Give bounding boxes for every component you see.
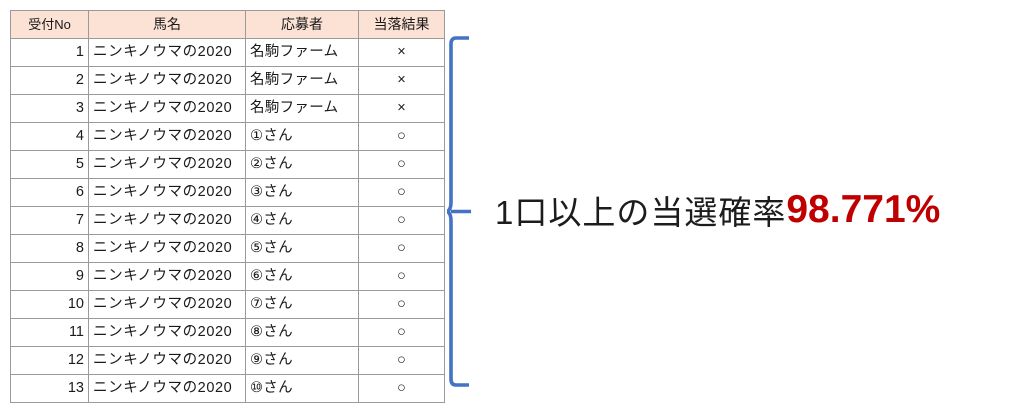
cell-applicant: 名駒ファーム (245, 38, 359, 67)
cell-receipt-no: 10 (10, 290, 89, 319)
cell-horse-name: ニンキノウマの2020 (88, 374, 246, 403)
cell-receipt-no: 2 (10, 66, 89, 95)
cell-receipt-no: 8 (10, 234, 89, 263)
probability-caption: 1口以上の当選確率 98.771% (495, 182, 940, 238)
cell-receipt-no: 6 (10, 178, 89, 207)
cell-applicant: ④さん (245, 206, 359, 235)
cell-result: ○ (358, 122, 445, 151)
cell-applicant: ⑧さん (245, 318, 359, 347)
cell-horse-name: ニンキノウマの2020 (88, 290, 246, 319)
column-header-result: 当落結果 (358, 10, 445, 39)
cell-horse-name: ニンキノウマの2020 (88, 38, 246, 67)
cell-applicant: ⑥さん (245, 262, 359, 291)
table-header: 受付No 馬名 応募者 当落結果 (10, 10, 445, 39)
cell-horse-name: ニンキノウマの2020 (88, 262, 246, 291)
cell-applicant: ③さん (245, 178, 359, 207)
cell-applicant: ①さん (245, 122, 359, 151)
cell-applicant: ⑨さん (245, 346, 359, 375)
cell-result: ○ (358, 374, 445, 403)
cell-horse-name: ニンキノウマの2020 (88, 150, 246, 179)
cell-horse-name: ニンキノウマの2020 (88, 346, 246, 375)
cell-result: ○ (358, 262, 445, 291)
cell-receipt-no: 11 (10, 318, 89, 347)
cell-receipt-no: 3 (10, 94, 89, 123)
cell-horse-name: ニンキノウマの2020 (88, 206, 246, 235)
cell-result: ○ (358, 234, 445, 263)
cell-applicant: ⑤さん (245, 234, 359, 263)
cell-applicant: ⑩さん (245, 374, 359, 403)
cell-result: × (358, 38, 445, 67)
caption-label: 1口以上の当選確率 (495, 194, 787, 231)
cell-receipt-no: 7 (10, 206, 89, 235)
cell-result: ○ (358, 290, 445, 319)
column-header-applicant: 応募者 (245, 10, 359, 39)
cell-receipt-no: 4 (10, 122, 89, 151)
cell-result: × (358, 94, 445, 123)
cell-result: ○ (358, 178, 445, 207)
caption-percentage-value: 98.771% (786, 188, 941, 231)
column-header-receipt-no: 受付No (10, 10, 89, 39)
cell-receipt-no: 13 (10, 374, 89, 403)
cell-receipt-no: 9 (10, 262, 89, 291)
cell-horse-name: ニンキノウマの2020 (88, 178, 246, 207)
cell-receipt-no: 5 (10, 150, 89, 179)
cell-applicant: ②さん (245, 150, 359, 179)
cell-applicant: 名駒ファーム (245, 94, 359, 123)
cell-result: ○ (358, 150, 445, 179)
cell-receipt-no: 1 (10, 38, 89, 67)
brace-svg (445, 36, 471, 387)
cell-result: ○ (358, 206, 445, 235)
column-header-horse-name: 馬名 (88, 10, 246, 39)
cell-applicant: ⑦さん (245, 290, 359, 319)
cell-result: ○ (358, 318, 445, 347)
cell-result: ○ (358, 346, 445, 375)
cell-applicant: 名駒ファーム (245, 66, 359, 95)
cell-horse-name: ニンキノウマの2020 (88, 66, 246, 95)
cell-horse-name: ニンキノウマの2020 (88, 234, 246, 263)
cell-horse-name: ニンキノウマの2020 (88, 122, 246, 151)
table-header-row: 受付No 馬名 応募者 当落結果 (10, 10, 445, 39)
cell-result: × (358, 66, 445, 95)
cell-horse-name: ニンキノウマの2020 (88, 318, 246, 347)
cell-receipt-no: 12 (10, 346, 89, 375)
blue-brace-icon (445, 36, 481, 387)
cell-horse-name: ニンキノウマの2020 (88, 94, 246, 123)
